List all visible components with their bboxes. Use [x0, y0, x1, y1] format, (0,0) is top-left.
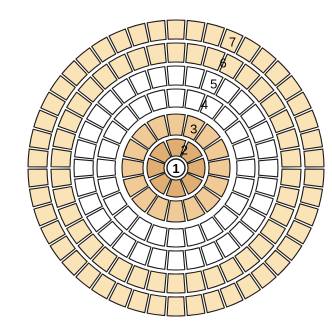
ring-7-stone [30, 187, 52, 207]
ring-3-stone [167, 201, 186, 222]
ring-7-stone [28, 149, 48, 167]
ring-7-stone [300, 129, 322, 149]
ring-4-stone [167, 229, 185, 247]
ring-number-5: 5 [210, 77, 217, 92]
ring-4-stone [167, 89, 185, 107]
ring-5-stone [185, 67, 204, 89]
ring-number-1: 1 [172, 161, 179, 176]
ring-7-stone [167, 297, 185, 316]
ring-5-stone [148, 67, 167, 89]
ring-5-stone [74, 159, 93, 177]
ring-4-stone [97, 159, 115, 177]
ring-6-stone [51, 149, 71, 167]
ring-5-stone [75, 140, 97, 159]
ring-6-stone [167, 274, 185, 293]
ring-4-stone [237, 159, 255, 177]
ring-6-stone [186, 271, 206, 292]
ring-5-stone [185, 248, 204, 270]
ring-5-stone [75, 177, 97, 196]
ring-3-stone [209, 159, 230, 178]
ring-number-4: 4 [201, 97, 208, 112]
ring-number-6: 6 [219, 56, 226, 71]
ring-6-stone [147, 44, 167, 65]
ring-7-stone [304, 169, 324, 187]
ring-3-stone [122, 159, 143, 178]
ring-7-stone [147, 20, 166, 41]
ring-number-3: 3 [190, 121, 197, 136]
ring-7-stone [304, 149, 324, 167]
ring-5-stone [259, 159, 278, 177]
ring-5-stone [148, 248, 167, 270]
ring-7-stone [147, 295, 166, 316]
ring-5-stone [167, 66, 185, 85]
ring-5-stone [256, 140, 278, 159]
ring-6-stone [186, 44, 206, 65]
ring-6-stone [167, 43, 185, 62]
ring-7-stone [186, 295, 205, 316]
ring-7-stone [28, 169, 48, 187]
ring-7-stone [30, 129, 52, 149]
ring-number-7: 7 [229, 35, 236, 50]
ring-5-stone [167, 251, 185, 270]
ring-number-2: 2 [181, 142, 188, 157]
ring-6-stone [51, 169, 71, 187]
ring-7-stone [300, 187, 322, 207]
ring-6-stone [147, 271, 167, 292]
ring-6-stone [281, 149, 301, 167]
ring-5-stone [256, 177, 278, 196]
ring-7-stone [186, 20, 205, 41]
ring-7-stone [167, 20, 185, 39]
ring-6-stone [281, 169, 301, 187]
ring-3-stone [167, 114, 186, 135]
